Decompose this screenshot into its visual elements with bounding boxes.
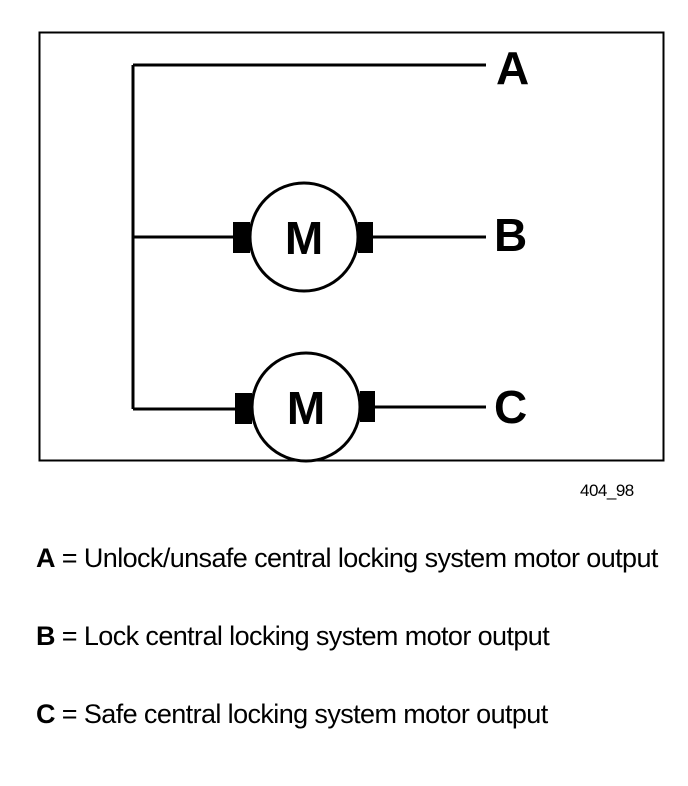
legend-item-c: C = Safe central locking system motor ou… <box>36 696 666 732</box>
legend-key-c: C <box>36 699 56 729</box>
legend-key-b: B <box>36 621 56 651</box>
legend: A = Unlock/unsafe central locking system… <box>36 540 666 732</box>
diagram-frame <box>38 31 665 462</box>
legend-separator: = <box>54 543 84 573</box>
terminal-label-b: B <box>494 209 527 261</box>
legend-text-b: Lock central locking system motor output <box>83 621 550 651</box>
legend-text-a: Unlock/unsafe central locking system mot… <box>83 543 658 573</box>
terminal-label-a: A <box>496 42 529 94</box>
legend-key-a: A <box>36 543 56 573</box>
wiring-diagram: A M B M C <box>38 31 665 463</box>
motor-b-right-terminal <box>358 222 373 253</box>
legend-text-c: Safe central locking system motor output <box>83 699 548 729</box>
legend-separator: = <box>54 699 84 729</box>
motor-c-label: M <box>287 382 325 434</box>
legend-separator: = <box>54 621 84 651</box>
figure-id: 404_98 <box>580 481 634 500</box>
legend-item-a: A = Unlock/unsafe central locking system… <box>36 540 666 576</box>
motor-b: M <box>133 181 486 293</box>
motor-c-right-terminal <box>360 391 375 422</box>
motor-c-left-terminal <box>235 393 252 424</box>
motor-b-label: M <box>285 212 323 264</box>
terminal-label-c: C <box>494 381 527 433</box>
legend-item-b: B = Lock central locking system motor ou… <box>36 618 666 654</box>
motor-c: M <box>133 351 486 463</box>
motor-b-left-terminal <box>233 222 250 253</box>
